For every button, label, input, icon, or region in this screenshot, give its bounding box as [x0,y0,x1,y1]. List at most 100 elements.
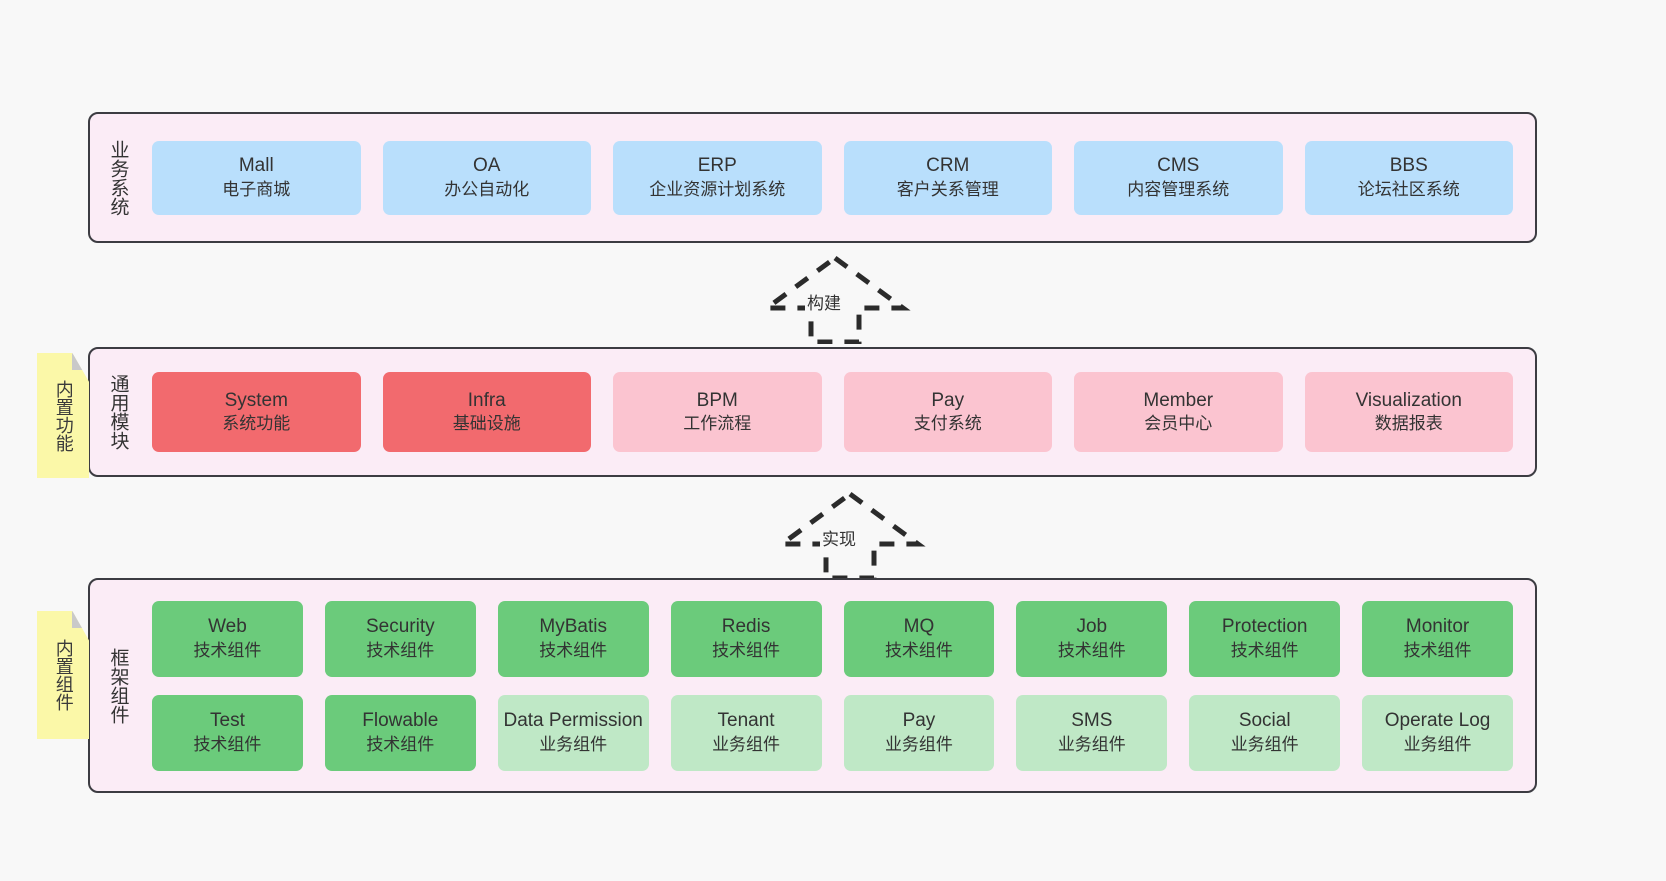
card-row-framework-tech: Web 技术组件 Security 技术组件 MyBatis 技术组件 Redi… [152,600,1513,677]
card-member[interactable]: Member 会员中心 [1074,372,1283,452]
card-title: ERP [697,155,737,177]
card-subtitle: 工作流程 [683,414,752,434]
card-subtitle: 技术组件 [366,640,435,660]
card-title: Visualization [1355,389,1462,411]
card-subtitle: 技术组件 [712,640,781,660]
card-subtitle: 技术组件 [1403,640,1472,660]
card-social[interactable]: Social 业务组件 [1189,694,1341,771]
card-mq[interactable]: MQ 技术组件 [843,600,995,677]
layer-body-business-systems: Mall 电子商城 OA 办公自动化 ERP 企业资源计划系统 CRM 客户关系… [146,114,1535,241]
layer-label-common-modules: 通用模块 [107,374,129,450]
card-subtitle: 系统功能 [222,414,291,434]
card-title: Social [1238,710,1291,732]
card-title: Tenant [717,710,775,732]
card-operate-log[interactable]: Operate Log 业务组件 [1362,694,1513,771]
card-title: BPM [696,389,738,411]
card-security[interactable]: Security 技术组件 [324,600,476,677]
card-test[interactable]: Test 技术组件 [152,694,303,771]
card-row-business: Mall 电子商城 OA 办公自动化 ERP 企业资源计划系统 CRM 客户关系… [152,140,1513,215]
layer-framework-components: 框架组件 Web 技术组件 Security 技术组件 MyBatis 技术组件… [88,578,1537,793]
card-title: Data Permission [503,710,643,732]
card-subtitle: 技术组件 [193,734,262,754]
note-builtin-function-text: 内置功能 [53,379,74,452]
card-subtitle: 基础设施 [452,414,521,434]
card-subtitle: 支付系统 [913,414,982,434]
connector-implement: 实现 [770,488,930,581]
card-subtitle: 业务组件 [884,734,953,754]
card-title: CMS [1157,155,1200,177]
connector-build: 构建 [755,252,915,345]
card-title: MyBatis [539,616,607,638]
card-redis[interactable]: Redis 技术组件 [670,600,822,677]
card-data-permission[interactable]: Data Permission 业务组件 [497,694,649,771]
card-flowable[interactable]: Flowable 技术组件 [324,694,476,771]
card-title: Web [208,616,247,638]
card-title: Protection [1221,616,1308,638]
card-subtitle: 技术组件 [1230,640,1299,660]
card-subtitle: 业务组件 [539,734,608,754]
card-pay-component[interactable]: Pay 业务组件 [843,694,995,771]
card-title: OA [473,155,501,177]
card-infra[interactable]: Infra 基础设施 [382,372,591,452]
layer-business-systems: 业务系统 Mall 电子商城 OA 办公自动化 ERP 企业资源计划系统 CRM… [88,112,1537,243]
card-system[interactable]: System 系统功能 [152,372,361,452]
card-erp[interactable]: ERP 企业资源计划系统 [613,140,822,215]
card-visualization[interactable]: Visualization 数据报表 [1304,372,1513,452]
card-job[interactable]: Job 技术组件 [1016,600,1168,677]
layer-label-framework-components: 框架组件 [107,647,129,724]
card-title: MQ [903,616,935,638]
card-title: Monitor [1405,616,1470,638]
card-subtitle: 业务组件 [1403,734,1472,754]
card-mall[interactable]: Mall 电子商城 [152,140,361,215]
card-title: Mall [238,155,274,177]
card-sms[interactable]: SMS 业务组件 [1016,694,1168,771]
card-title: Flowable [362,710,439,732]
note-builtin-function: 内置功能 [37,353,89,478]
card-subtitle: 会员中心 [1144,414,1213,434]
card-title: BBS [1389,155,1428,177]
card-monitor[interactable]: Monitor 技术组件 [1362,600,1513,677]
layer-label-business-systems: 业务系统 [107,139,129,216]
card-web[interactable]: Web 技术组件 [152,600,303,677]
card-protection[interactable]: Protection 技术组件 [1189,600,1341,677]
card-oa[interactable]: OA 办公自动化 [382,140,591,215]
card-row-modules: System 系统功能 Infra 基础设施 BPM 工作流程 Pay 支付系统… [152,372,1513,452]
card-title: Pay [931,389,965,411]
card-mybatis[interactable]: MyBatis 技术组件 [497,600,649,677]
card-title: Member [1143,389,1214,411]
card-title: CRM [926,155,970,177]
card-subtitle: 业务组件 [1057,734,1126,754]
card-subtitle: 技术组件 [539,640,608,660]
layer-common-modules: 通用模块 System 系统功能 Infra 基础设施 BPM 工作流程 Pay… [88,347,1537,477]
card-subtitle: 技术组件 [193,640,262,660]
card-title: Pay [902,710,936,732]
card-bbs[interactable]: BBS 论坛社区系统 [1304,140,1513,215]
note-builtin-component: 内置组件 [37,611,89,739]
card-cms[interactable]: CMS 内容管理系统 [1074,140,1283,215]
connector-implement-label: 实现 [820,525,858,550]
layer-body-common-modules: System 系统功能 Infra 基础设施 BPM 工作流程 Pay 支付系统… [146,349,1535,475]
folded-corner-icon [72,353,89,370]
card-title: SMS [1071,710,1113,732]
card-tenant[interactable]: Tenant 业务组件 [670,694,822,771]
card-title: Job [1076,616,1108,638]
card-subtitle: 数据报表 [1374,414,1443,434]
card-subtitle: 内容管理系统 [1127,179,1230,199]
folded-corner-icon [72,611,89,628]
card-crm[interactable]: CRM 客户关系管理 [843,140,1052,215]
card-title: Redis [721,616,771,638]
card-pay-module[interactable]: Pay 支付系统 [843,372,1052,452]
card-row-framework-business: Test 技术组件 Flowable 技术组件 Data Permission … [152,694,1513,771]
card-title: Test [210,710,245,732]
card-subtitle: 技术组件 [366,734,435,754]
card-subtitle: 电子商城 [222,179,291,199]
card-title: Infra [467,389,506,411]
implement-arrow-icon [774,490,926,581]
card-title: System [224,389,288,411]
layer-body-framework-components: Web 技术组件 Security 技术组件 MyBatis 技术组件 Redi… [146,580,1535,791]
card-bpm[interactable]: BPM 工作流程 [613,372,822,452]
card-subtitle: 论坛社区系统 [1357,179,1460,199]
note-builtin-component-text: 内置组件 [53,639,74,711]
card-subtitle: 技术组件 [884,640,953,660]
